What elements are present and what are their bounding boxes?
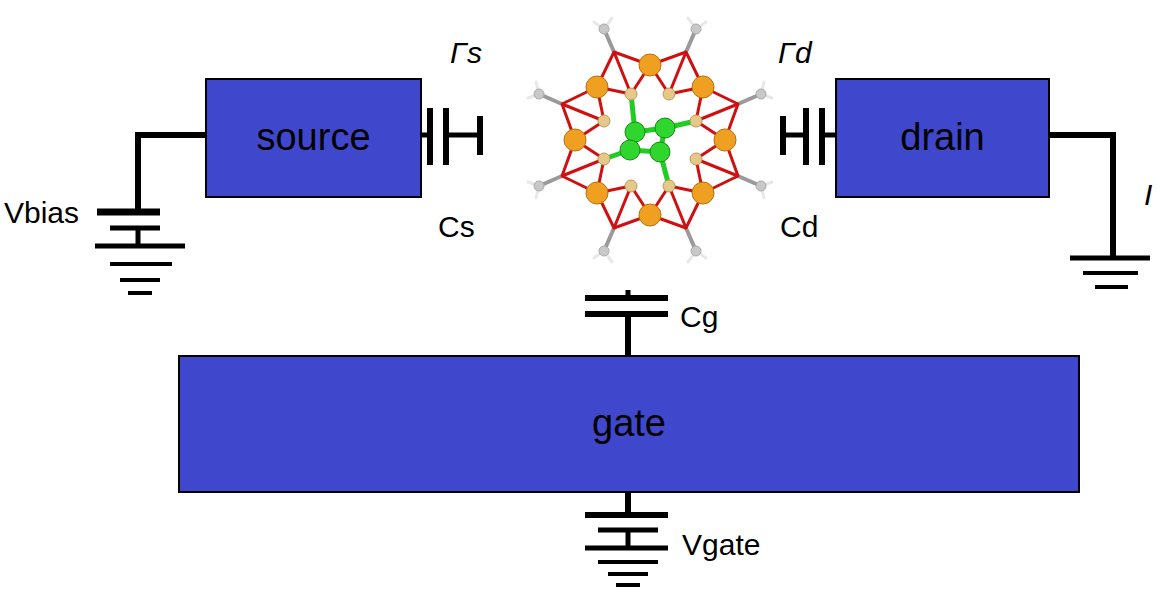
capacitor-symbol <box>803 108 809 165</box>
capacitance-label: Cs <box>438 210 475 243</box>
ground-symbol <box>95 244 185 249</box>
wire <box>1050 135 1113 258</box>
ground-symbol <box>128 291 152 295</box>
wire <box>626 290 631 298</box>
wire <box>785 133 805 138</box>
ground-symbol <box>1095 285 1128 289</box>
ground-symbol <box>585 546 668 551</box>
electrode-name: drain <box>900 117 985 159</box>
battery-symbol <box>585 512 668 518</box>
ground-symbol <box>608 572 648 576</box>
gate-electrode: gate <box>178 355 1080 493</box>
wire <box>136 228 141 246</box>
molecule-illustration <box>528 18 772 262</box>
current-label: I <box>1144 178 1152 211</box>
wire <box>422 133 430 138</box>
ground-symbol <box>1070 256 1150 261</box>
source-electrode: source <box>205 78 422 198</box>
wire <box>822 133 835 138</box>
ground-symbol <box>1083 271 1138 275</box>
electrode-name: gate <box>592 403 666 445</box>
ground-symbol <box>616 583 640 587</box>
battery-symbol <box>110 226 160 231</box>
coupling-label: Γd <box>778 36 812 69</box>
electrode-name: source <box>256 117 370 159</box>
ground-symbol <box>598 560 658 564</box>
capacitor-symbol <box>477 116 483 155</box>
wire <box>625 314 631 355</box>
capacitance-label: Cd <box>780 210 818 243</box>
voltage-label: Vbias <box>4 196 79 229</box>
wire <box>625 493 631 515</box>
drain-electrode: drain <box>835 78 1050 198</box>
ground-symbol <box>120 278 160 282</box>
wire <box>138 135 205 212</box>
wire <box>626 530 631 548</box>
ground-symbol <box>110 262 172 266</box>
wire <box>446 133 478 138</box>
voltage-label: Vgate <box>682 528 760 561</box>
coupling-label: Γs <box>450 36 482 69</box>
capacitance-label: Cg <box>680 300 718 333</box>
battery-symbol <box>97 209 160 216</box>
